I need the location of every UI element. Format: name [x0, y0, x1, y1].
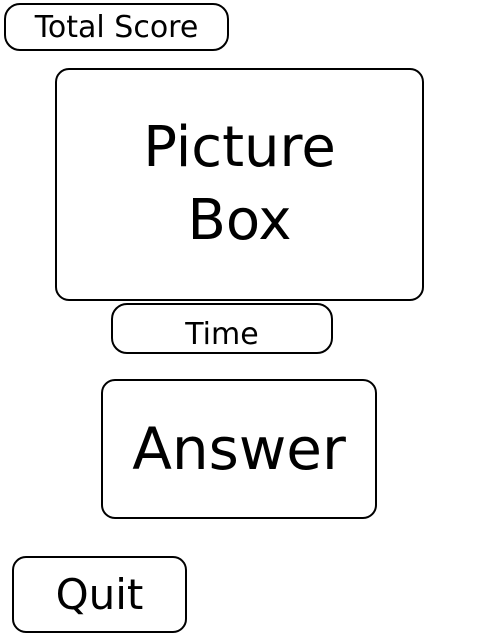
total-score-box: Total Score: [4, 3, 229, 51]
picture-box: Picture Box: [55, 68, 424, 301]
time-label: Time: [185, 317, 259, 352]
answer-label: Answer: [132, 415, 346, 483]
total-score-label: Total Score: [34, 9, 199, 45]
quit-button[interactable]: Quit: [12, 556, 187, 633]
quit-button-label: Quit: [55, 570, 144, 619]
answer-box[interactable]: Answer: [101, 379, 377, 519]
picture-box-label-line1: Picture: [143, 114, 336, 180]
picture-box-label-line2: Box: [187, 187, 292, 253]
time-box: Time: [111, 303, 333, 354]
